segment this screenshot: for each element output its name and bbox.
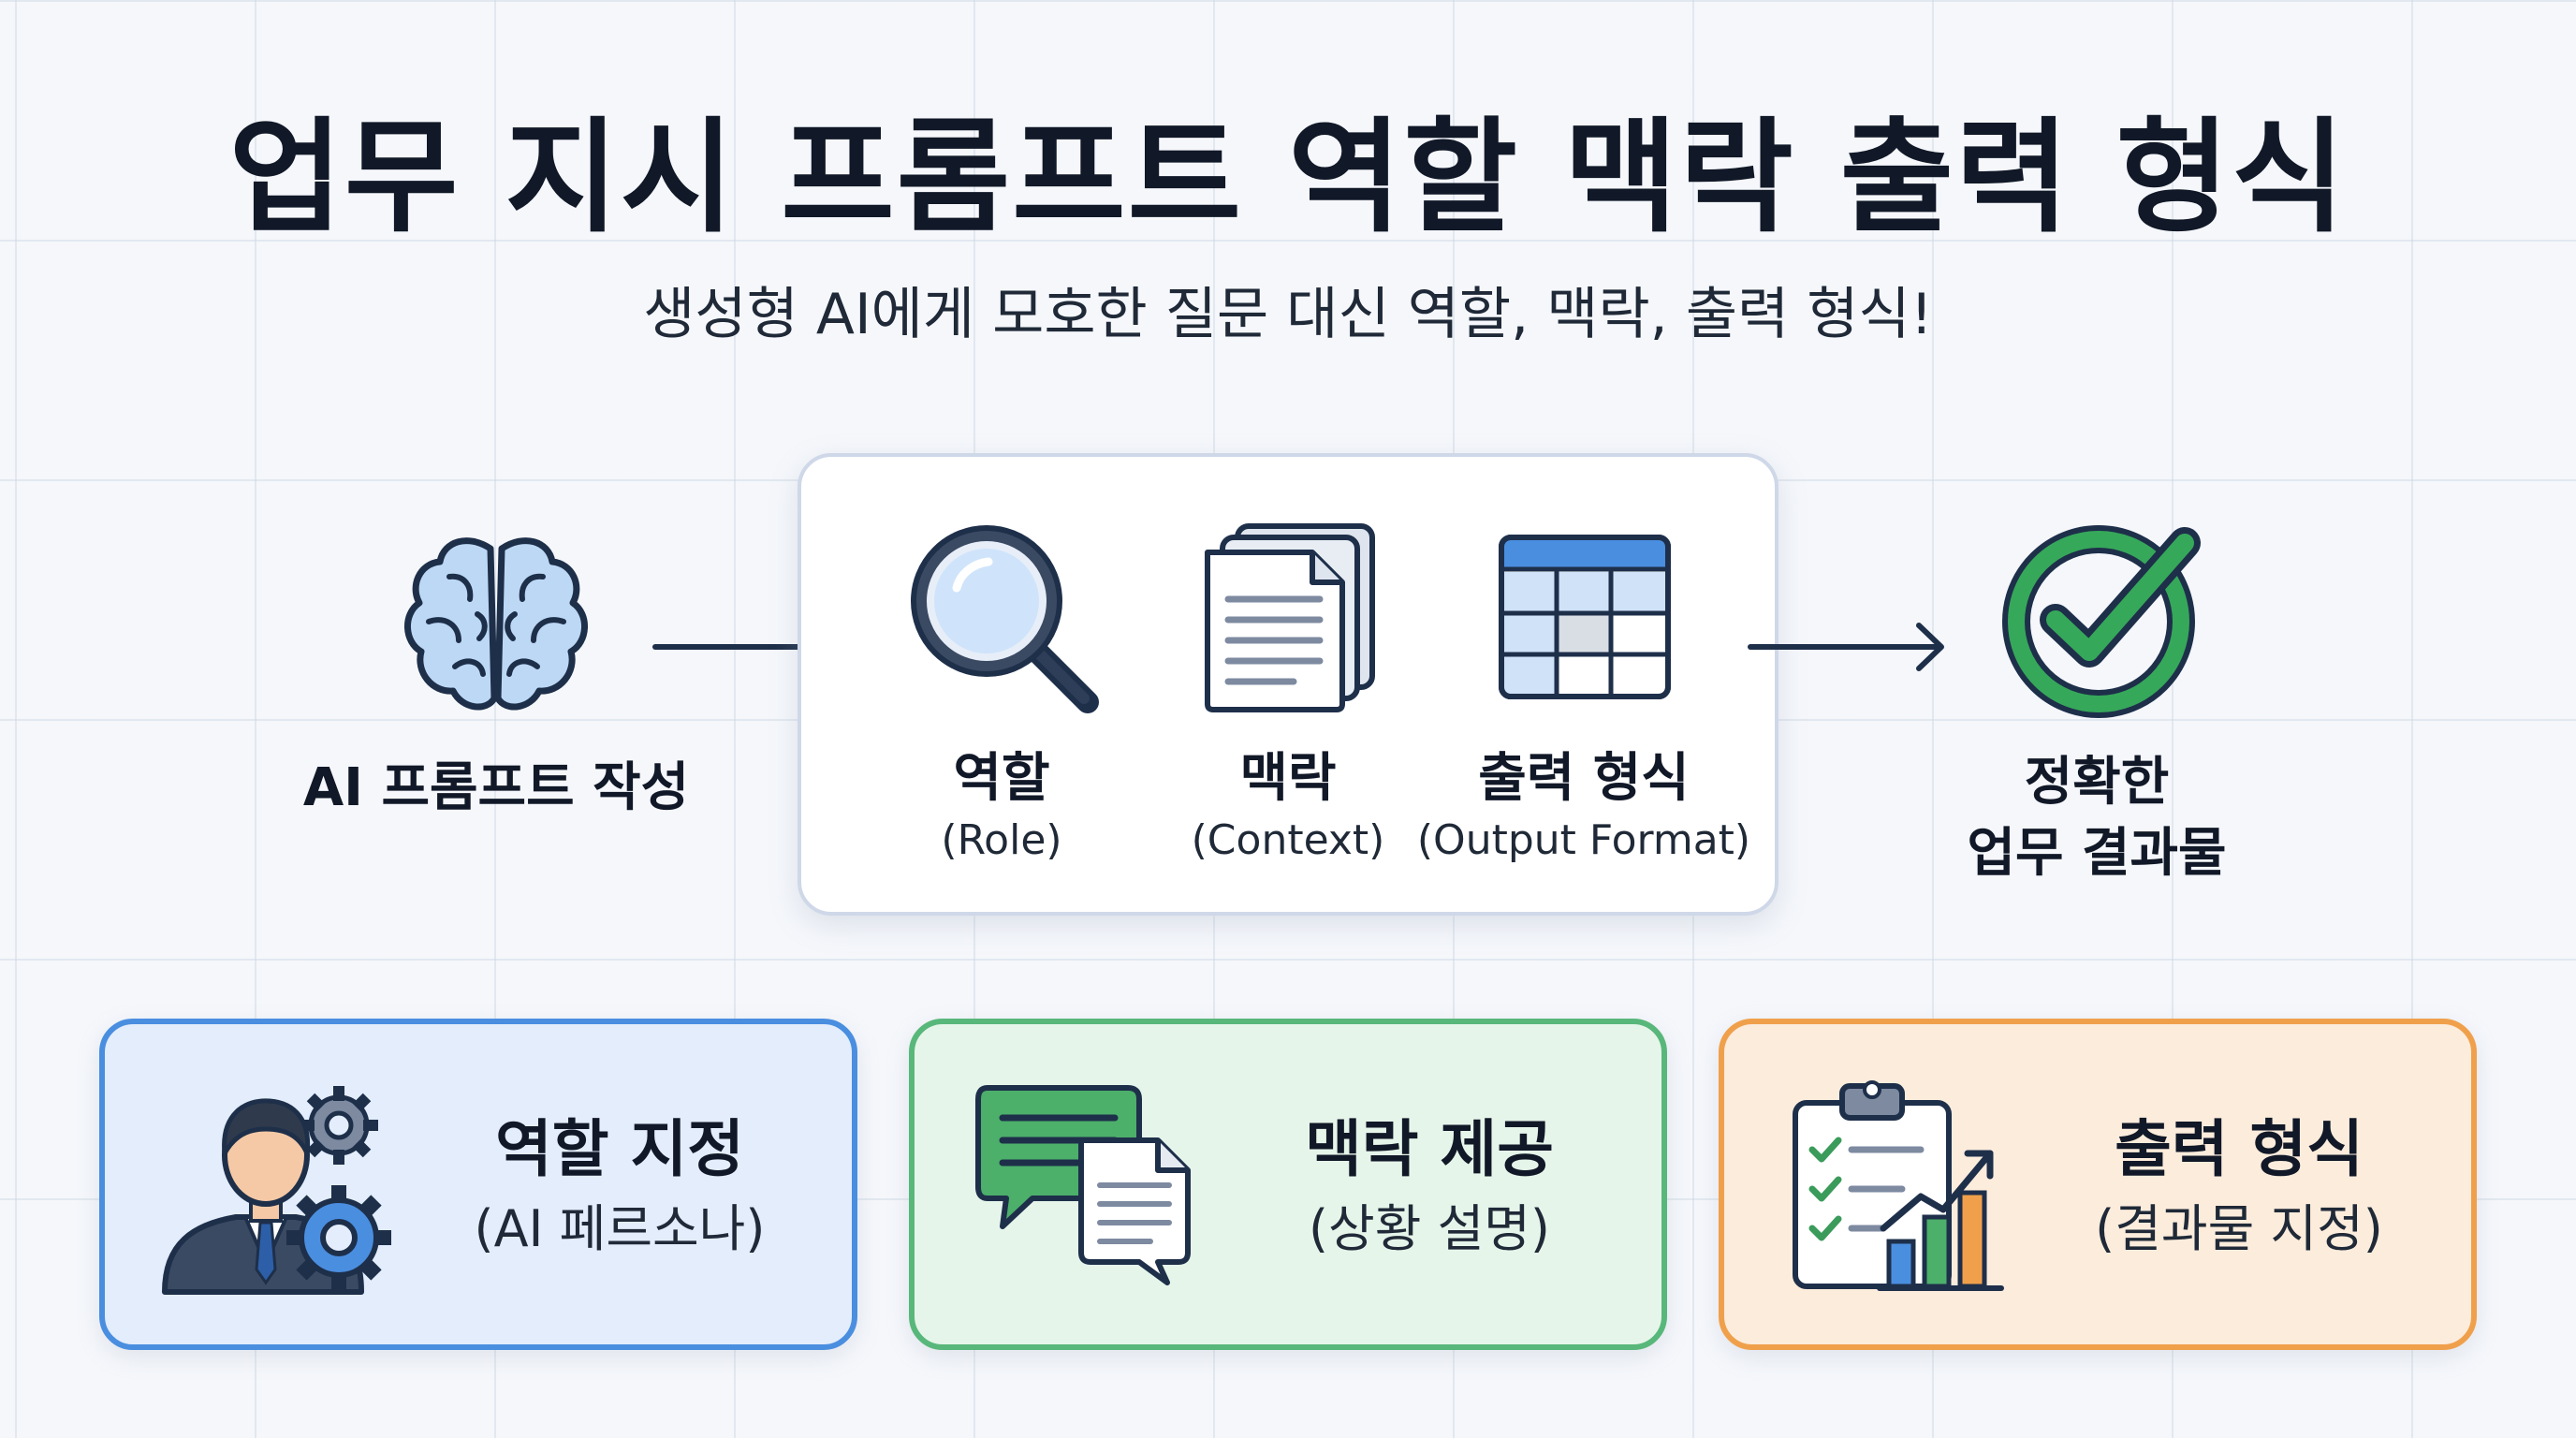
clipboard-chart-icon bbox=[1790, 1077, 2014, 1294]
step-role-label: 역할 bbox=[953, 748, 1050, 809]
step-format-sub: (Output Format) bbox=[1416, 816, 1751, 864]
result-label-line1: 정확한 bbox=[2024, 752, 2170, 813]
result-label-line2: 업무 결과물 bbox=[1967, 823, 2227, 884]
start-label: AI 프롬프트 작성 bbox=[302, 757, 690, 818]
card-role-title: 역할 지정 bbox=[495, 1113, 744, 1185]
chat-bubbles-icon bbox=[974, 1082, 1205, 1288]
table-grid-icon bbox=[1496, 532, 1674, 702]
check-circle-icon bbox=[1998, 522, 2203, 719]
step-format-label: 출력 형식 bbox=[1478, 748, 1690, 809]
magnifier-icon bbox=[904, 519, 1105, 719]
card-context: 맥락 제공 (상황 설명) bbox=[909, 1019, 1667, 1350]
document-stack-icon bbox=[1200, 521, 1383, 715]
arrow-right-icon-2 bbox=[1747, 614, 1953, 680]
brain-icon bbox=[393, 521, 599, 726]
step-context-sub: (Context) bbox=[1191, 816, 1385, 864]
card-context-sub: (상황 설명) bbox=[1308, 1199, 1551, 1258]
card-format: 출력 형식 (결과물 지정) bbox=[1719, 1019, 2477, 1350]
card-format-sub: (결과물 지정) bbox=[2095, 1199, 2383, 1258]
card-role: 역할 지정 (AI 페르소나) bbox=[99, 1019, 857, 1350]
page-title: 업무 지시 프롬프트 역할 맥락 출력 형식 bbox=[228, 106, 2348, 250]
card-context-title: 맥락 제공 bbox=[1305, 1113, 1554, 1185]
step-context-label: 맥락 bbox=[1239, 748, 1337, 809]
card-role-sub: (AI 페르소나) bbox=[474, 1199, 766, 1258]
step-role-sub: (Role) bbox=[941, 816, 1062, 864]
persona-gears-icon bbox=[155, 1077, 395, 1298]
page-subtitle: 생성형 AI에게 모호한 질문 대신 역할, 맥락, 출력 형식! bbox=[643, 282, 1933, 347]
card-format-title: 출력 형식 bbox=[2115, 1113, 2364, 1185]
